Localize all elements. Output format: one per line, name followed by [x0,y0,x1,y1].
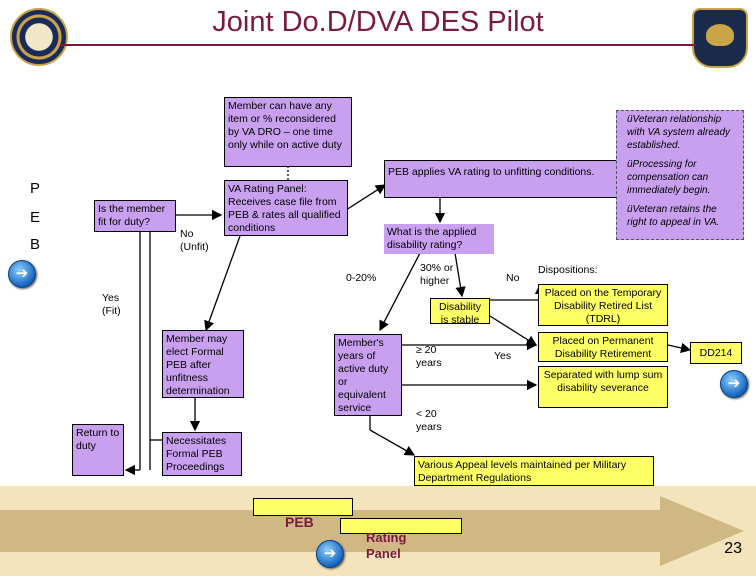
peb-letter-e: E [30,209,41,226]
veteran-note-1: üVeteran relationship with VA system alr… [627,114,731,151]
label-lt-20: < 20 years [416,408,442,433]
title-rule [60,44,696,46]
veteran-note-2: üProcessing for compensation can immedia… [627,159,711,196]
label-dispositions: Dispositions: [538,264,598,276]
page-title: Joint Do.D/DVA DES Pilot [212,6,544,38]
tdrl-box: Placed on the Temporary Disability Retir… [538,284,668,326]
appeal-box: Various Appeal levels maintained per Mil… [414,456,654,486]
footer-peb-label: PEB [285,514,314,530]
peb-letter-p: P [30,180,41,197]
years-service-box: Member's years of active duty or equival… [334,334,402,416]
peb-marker-box [253,498,353,516]
peb-letter-b: B [30,236,41,253]
label-30-higher: 30% or higher [420,262,454,287]
nav-arrow-icon[interactable]: ➔ [316,540,344,568]
dd214-box: DD214 [690,342,742,364]
label-yes: Yes [494,350,512,362]
rating-panel-marker-box [340,518,462,534]
is-member-fit-box: Is the member fit for duty? [94,200,176,232]
dod-crest-icon [692,8,748,68]
army-seal-icon [10,8,68,66]
peb-applies-box: PEB applies VA rating to unfitting condi… [384,160,624,198]
label-ge-20: ≥ 20 years [416,344,442,369]
label-yes-fit: Yes (Fit) [102,292,121,317]
separated-box: Separated with lump sum disability sever… [538,366,668,408]
rating-panel-box: VA Rating Panel: Receives case file from… [224,180,348,236]
return-duty-box: Return to duty [72,424,124,476]
label-no: No [506,272,520,284]
necessitates-box: Necessitates Formal PEB Proceedings [162,432,242,476]
veteran-notes-box: üVeteran relationship with VA system alr… [616,110,744,240]
what-rating-box: What is the applied disability rating? [384,224,494,254]
veteran-note-3: üVeteran retains the right to appeal in … [627,204,720,228]
disability-stable-box: Disability is stable [430,298,490,326]
label-0-20: 0-20% [346,272,377,284]
label-no-unfit: No (Unfit) [180,228,209,253]
footer-rating-panel-label: Rating Panel [366,530,407,561]
reconsider-box: Member can have any item or % reconsider… [224,97,352,167]
permanent-retirement-box: Placed on Permanent Disability Retiremen… [538,332,668,362]
nav-arrow-icon[interactable]: ➔ [720,370,748,398]
page-number: 23 [724,540,742,557]
elect-formal-box: Member may elect Formal PEB after unfitn… [162,330,244,398]
nav-arrow-icon[interactable]: ➔ [8,260,36,288]
